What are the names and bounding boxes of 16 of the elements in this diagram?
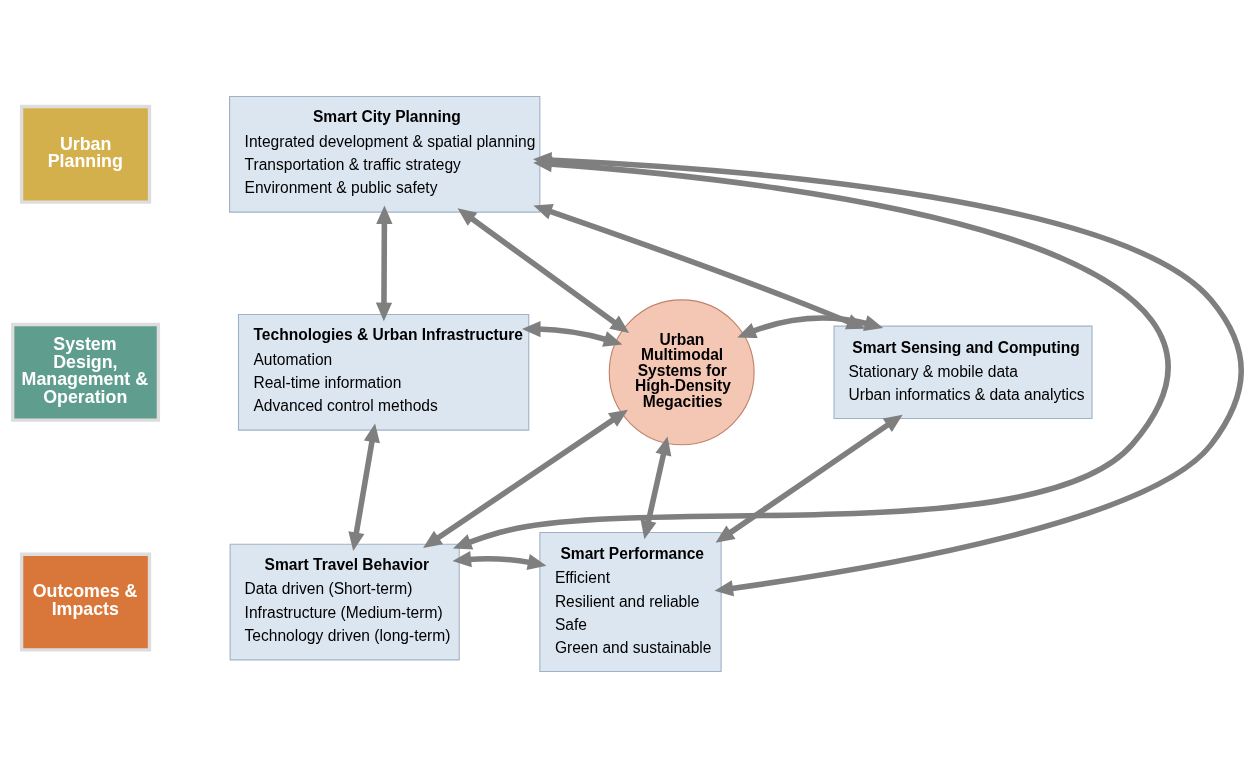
node-box: Outcomes & Impacts	[19, 552, 152, 652]
arrow	[452, 550, 547, 570]
node-box: Smart Travel Behavior Data driven (Short-term) Infrastructure (Medium-term) Technology driven (long-term)	[229, 543, 460, 660]
node-box: Smart Sensing and Computing Stationary & mobile data Urban informatics & data analytics	[833, 325, 1093, 419]
node-box: Smart City Planning Integrated development & spatial planning Transportation & traffic strategy Environment & public safety	[229, 95, 541, 213]
node-box: Urban Planning	[19, 104, 152, 204]
arrow	[457, 207, 630, 333]
node-box: Smart Performance Efficient Resilient and reliable Safe Green and sustainable	[539, 531, 722, 672]
arrow	[348, 422, 380, 551]
arrow	[715, 414, 903, 543]
arrow	[521, 320, 623, 347]
arrow	[423, 409, 628, 548]
node-box: System Design, Management & Operation	[11, 322, 161, 422]
node-box: Technologies & Urban Infrastructure Automation Real-time information Advanced control methods	[237, 313, 530, 431]
arrow	[640, 435, 672, 539]
arrow	[375, 204, 393, 321]
